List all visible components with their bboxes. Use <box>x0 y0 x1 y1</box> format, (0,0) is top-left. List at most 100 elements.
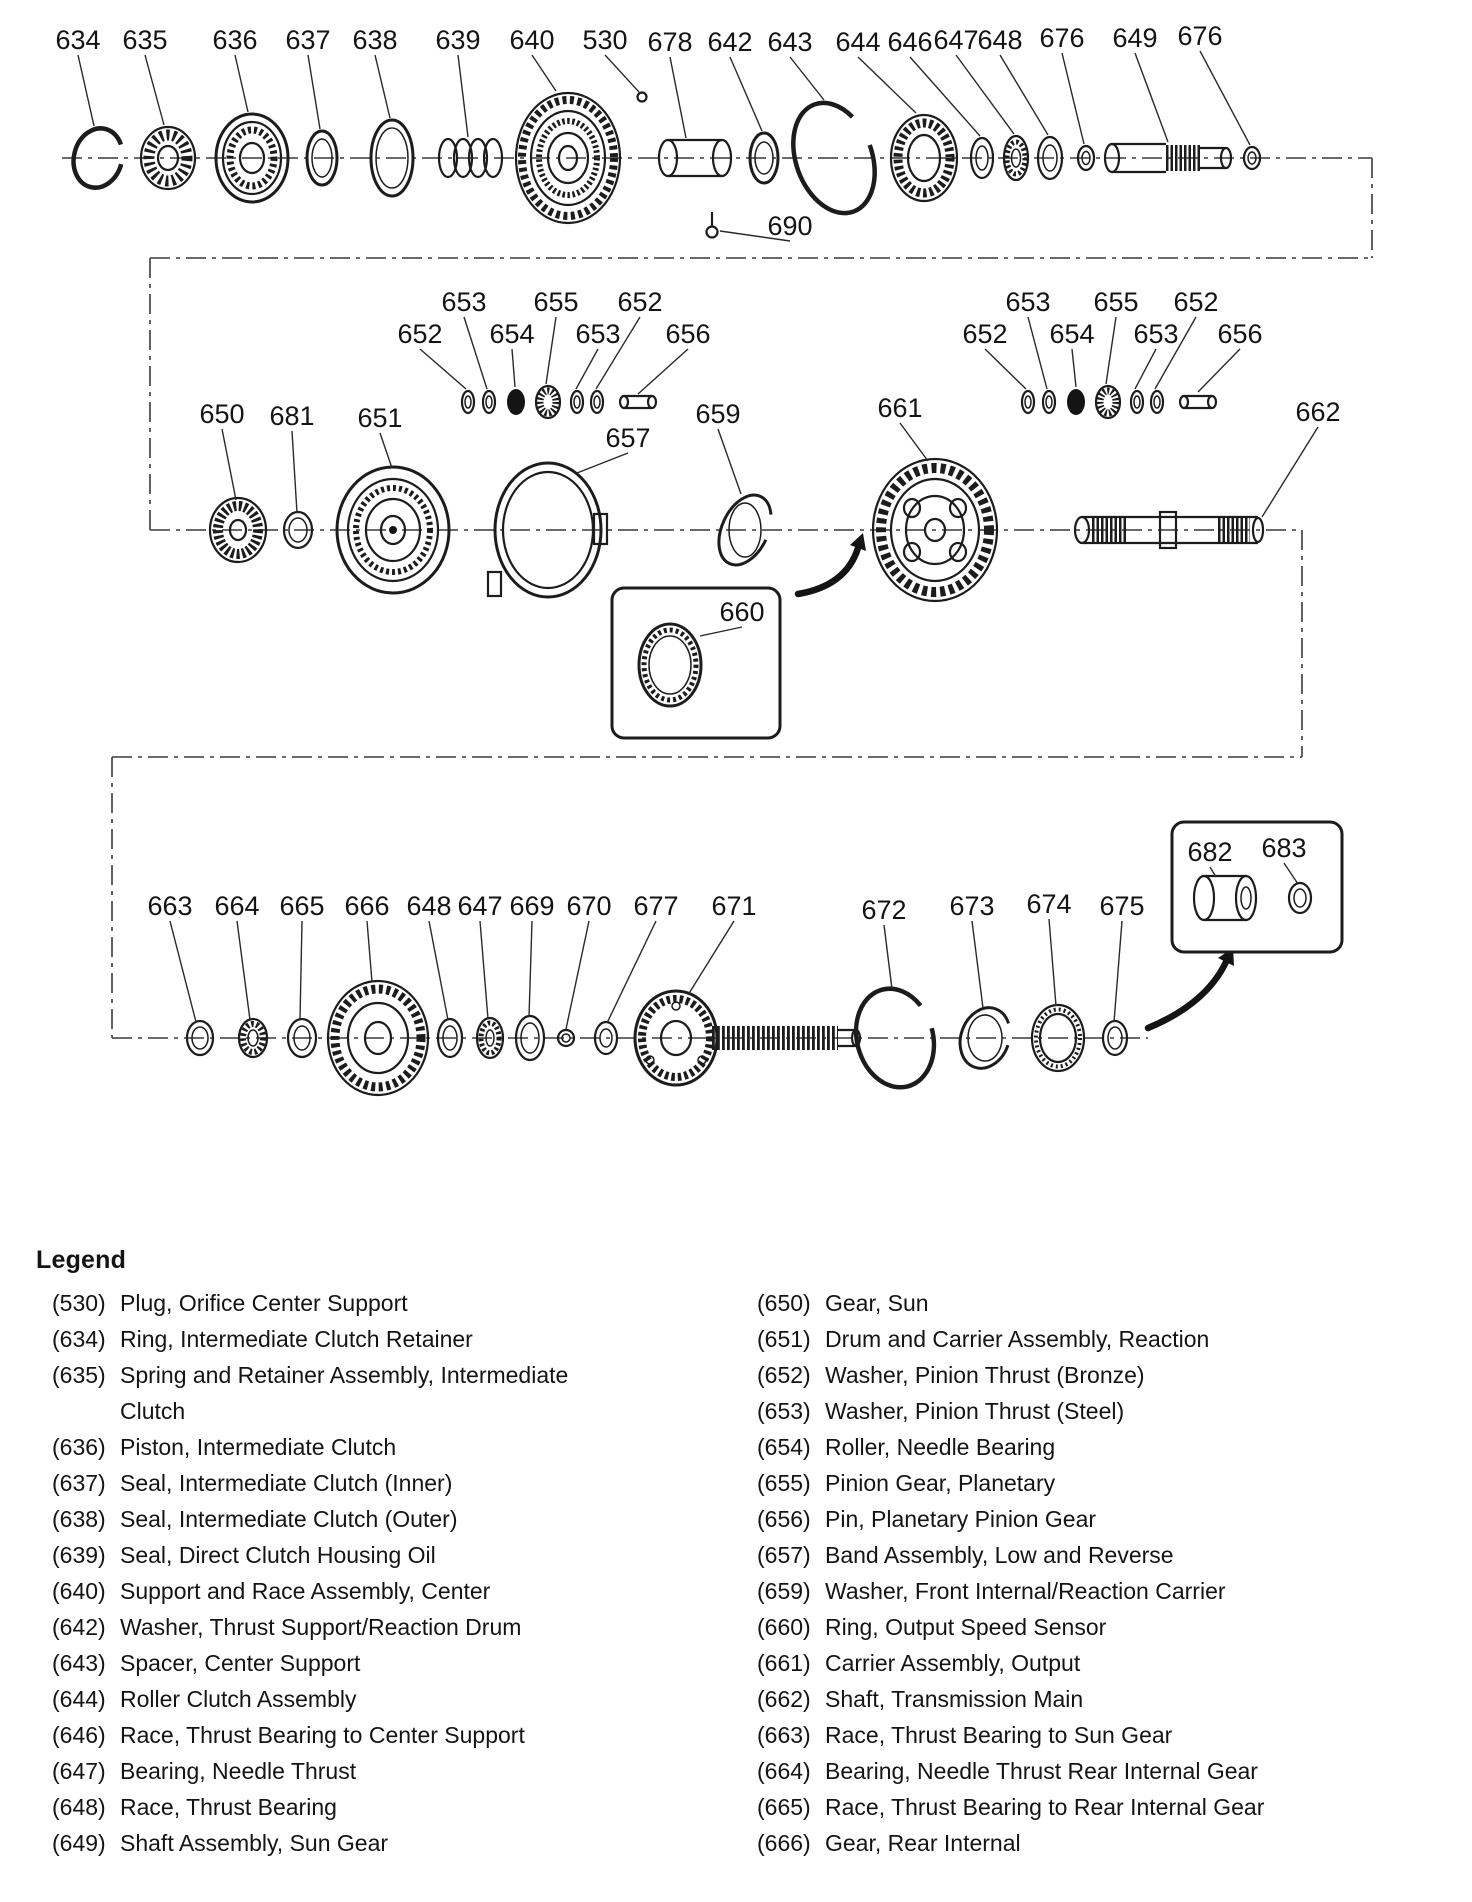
part-651-reaction-drum-carrier <box>335 465 451 595</box>
legend-entry-650: (650) Gear, Sun <box>741 1285 1446 1321</box>
callout-leader-656 <box>637 348 689 395</box>
callout-673: 673 <box>949 891 994 921</box>
legend-entry-desc: Roller Clutch Assembly <box>120 1686 357 1712</box>
legend-entry-530: (530)Plug, Orifice Center Support <box>36 1285 741 1321</box>
callout-leader-635 <box>144 54 165 126</box>
callout-662: 662 <box>1295 397 1340 427</box>
legend-entry-647: (647)Bearing, Needle Thrust <box>36 1753 741 1789</box>
callout-leader-662 <box>1261 426 1319 518</box>
legend-entry-desc: Shaft, Transmission Main <box>825 1686 1084 1712</box>
legend-entry-number: (652) <box>757 1362 811 1388</box>
callout-leader-652 <box>1154 316 1197 390</box>
legend-entry-desc: Gear, Sun <box>825 1290 929 1316</box>
legend-entry-649: (649)Shaft Assembly, Sun Gear <box>36 1825 741 1861</box>
callout-leader-677 <box>606 920 657 1024</box>
callout-leader-669 <box>528 920 533 1018</box>
part-530-plug <box>636 91 648 103</box>
legend-entry-640: (640)Support and Race Assembly, Center <box>36 1573 741 1609</box>
part-643-spacer-ring <box>791 100 877 216</box>
legend-entry-desc: Washer, Pinion Thrust (Steel) <box>825 1398 1125 1424</box>
callout-653: 653 <box>575 319 620 349</box>
legend-entry-desc: Gear, Rear Internal <box>825 1830 1021 1856</box>
legend-entry-desc: Race, Thrust Bearing <box>120 1794 337 1820</box>
legend-entry-666: (666)Gear, Rear Internal <box>741 1825 1446 1861</box>
callout-660: 660 <box>719 597 764 627</box>
callout-530: 530 <box>582 25 627 55</box>
part-670-ring <box>556 1028 576 1048</box>
callout-leader-664 <box>236 920 251 1021</box>
legend-entry-number: (642) <box>52 1614 106 1640</box>
callout-639: 639 <box>435 25 480 55</box>
legend-entry-number: (636) <box>52 1434 106 1460</box>
part-650-sun-gear <box>208 496 268 564</box>
part-673-ring <box>958 1006 1012 1070</box>
callout-leader-682 <box>1209 866 1217 878</box>
legend-entry-number: (638) <box>52 1506 106 1532</box>
legend-entry-desc: Washer, Front Internal/Reaction Carrier <box>825 1578 1226 1604</box>
legend-entry-desc: Seal, Direct Clutch Housing Oil <box>120 1542 436 1568</box>
callout-leader-652 <box>984 348 1027 390</box>
callout-635: 635 <box>122 25 167 55</box>
callout-656: 656 <box>1217 319 1262 349</box>
legend-entry-desc: Bearing, Needle Thrust Rear Internal Gea… <box>825 1758 1258 1784</box>
callout-leader-670 <box>565 920 590 1030</box>
legend-entry-637: (637)Seal, Intermediate Clutch (Inner) <box>36 1465 741 1501</box>
part-638-outer-seal <box>369 118 415 198</box>
legend-entry-number: (648) <box>52 1794 106 1820</box>
callout-637: 637 <box>285 25 330 55</box>
callout-654: 654 <box>1049 319 1094 349</box>
callout-leader-683 <box>1283 862 1299 885</box>
part-662-main-shaft <box>1073 510 1265 550</box>
callout-leader-646 <box>909 56 981 137</box>
callout-leader-656 <box>1197 348 1241 393</box>
callout-leader-648 <box>999 54 1049 136</box>
callout-647: 647 <box>457 891 502 921</box>
legend-entry-number: (653) <box>757 1398 811 1424</box>
legend-entry-desc: Pinion Gear, Planetary <box>825 1470 1056 1496</box>
callout-682: 682 <box>1187 837 1232 867</box>
legend-entry-number: (660) <box>757 1614 811 1640</box>
legend-entry-number: (650) <box>757 1290 811 1316</box>
callout-669: 669 <box>509 891 554 921</box>
part-648-race <box>1036 135 1064 181</box>
callout-leader-530 <box>604 54 640 93</box>
callout-leader-634 <box>77 54 95 127</box>
callout-leader-678 <box>669 56 687 139</box>
legend-entry-number: (649) <box>52 1830 106 1856</box>
legend-entry-desc: Race, Thrust Bearing to Rear Internal Ge… <box>825 1794 1265 1820</box>
callout-leader-654 <box>1071 348 1077 388</box>
callout-665: 665 <box>279 891 324 921</box>
callout-leader-665 <box>299 920 303 1021</box>
callout-leader-643 <box>789 56 825 101</box>
callout-661: 661 <box>877 393 922 423</box>
part-642-thrust-washer <box>748 131 780 185</box>
callout-leader-651 <box>379 432 393 469</box>
legend-entry-desc: Ring, Output Speed Sensor <box>825 1614 1107 1640</box>
legend-entry-desc: Race, Thrust Bearing to Center Support <box>120 1722 525 1748</box>
part-676-bushing-front <box>1076 144 1096 172</box>
callout-646: 646 <box>887 27 932 57</box>
callout-leader-639 <box>457 54 469 138</box>
callout-674: 674 <box>1026 889 1071 919</box>
part-666-rear-internal-gear <box>326 979 430 1097</box>
callout-leader-653 <box>1134 348 1157 390</box>
callout-leader-652 <box>419 348 467 390</box>
part-pinion-stack-left-652-656 <box>460 384 658 420</box>
callout-leader-672 <box>883 924 893 990</box>
callout-675: 675 <box>1099 891 1144 921</box>
legend-entry-number: (663) <box>757 1722 811 1748</box>
legend-entry-desc: Spring and Retainer Assembly, Intermedia… <box>120 1362 569 1424</box>
callout-leader-675 <box>1113 920 1123 1023</box>
legend-entry-number: (662) <box>757 1686 811 1712</box>
legend-entry-639: (639)Seal, Direct Clutch Housing Oil <box>36 1537 741 1573</box>
callout-leader-650 <box>221 428 237 501</box>
callout-leader-663 <box>169 920 197 1023</box>
inset-682-683-bushing-ring <box>1170 820 1344 954</box>
legend-entry-665: (665)Race, Thrust Bearing to Rear Intern… <box>741 1789 1446 1825</box>
part-640-center-support-assembly <box>514 91 622 225</box>
legend-entry-654: (654)Roller, Needle Bearing <box>741 1429 1446 1465</box>
inset-660-speed-sensor-ring <box>610 586 782 740</box>
callout-leader-640 <box>531 54 557 92</box>
legend-entry-number: (656) <box>757 1506 811 1532</box>
